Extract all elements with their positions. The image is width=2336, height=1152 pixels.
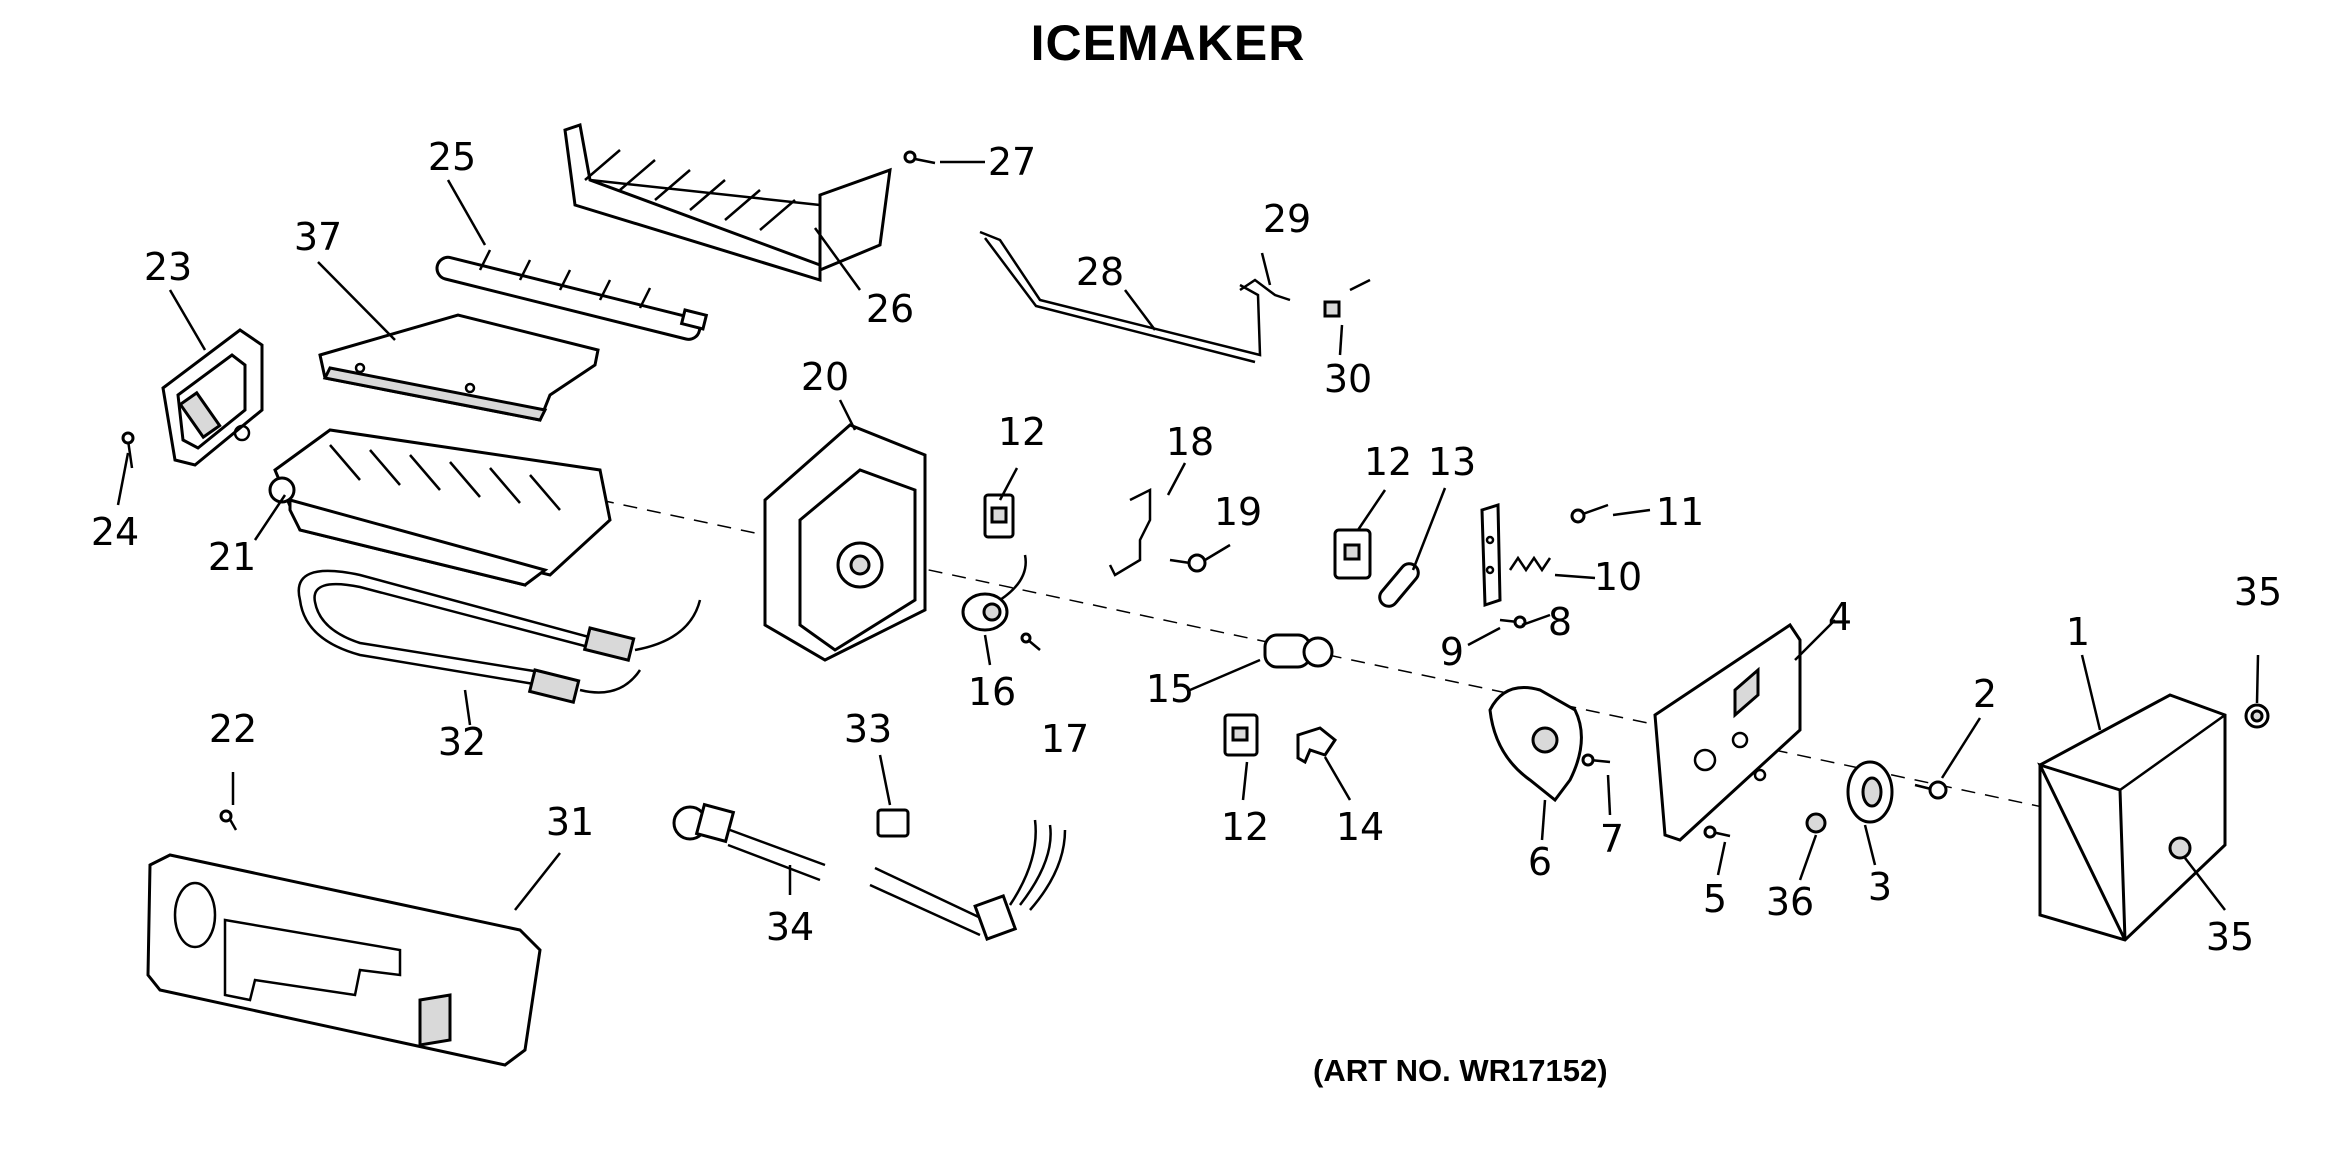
part-2-screw [1914, 780, 1948, 800]
callout-9: 9 [1440, 630, 1464, 674]
part-24-screw [121, 431, 135, 469]
part-12-switch-a [983, 493, 1015, 539]
callout-33: 33 [844, 707, 892, 751]
callout-22: 22 [209, 707, 257, 751]
part-25-ejector [435, 249, 709, 341]
part-36-nut [1805, 812, 1827, 834]
callout-32: 32 [438, 720, 486, 764]
part-34-harness [672, 802, 1067, 941]
part-28-arm [979, 230, 1262, 364]
part-30-spring [1323, 278, 1371, 318]
callout-15: 15 [1146, 667, 1194, 711]
part-31-panel [146, 853, 542, 1067]
part-20-housing [763, 423, 927, 662]
art-number: (ART NO. WR17152) [1313, 1053, 1608, 1088]
callout-23: 23 [144, 245, 192, 289]
part-16-thermostat [961, 554, 1027, 632]
part-37-cover [318, 313, 600, 422]
part-12-switch-b [1333, 528, 1372, 580]
callout-30: 30 [1324, 357, 1372, 401]
part-11-screw [1570, 503, 1609, 524]
callout-12-a: 12 [998, 410, 1046, 454]
callout-19: 19 [1214, 490, 1262, 534]
part-14-bracket [1296, 726, 1338, 765]
part-19-screw [1169, 553, 1207, 573]
part-17-screw [1020, 632, 1041, 651]
callout-7: 7 [1600, 817, 1624, 861]
part-21-mold [268, 428, 612, 587]
callout-31: 31 [546, 800, 594, 844]
callout-13: 13 [1428, 440, 1476, 484]
part-18-lever [1108, 487, 1152, 577]
part-10-spring [1508, 555, 1552, 573]
callout-34: 34 [766, 905, 814, 949]
part-6-motor [1488, 686, 1583, 803]
part-33-clip [876, 808, 910, 838]
callout-5: 5 [1703, 877, 1727, 921]
part-27-screw [903, 150, 936, 165]
callout-29: 29 [1263, 197, 1311, 241]
callout-21: 21 [208, 535, 256, 579]
leader-lines [116, 160, 2260, 911]
callout-11: 11 [1656, 490, 1704, 534]
part-35-knob [2244, 703, 2270, 729]
part-29-clip [1239, 278, 1291, 302]
callout-37: 37 [294, 215, 342, 259]
diagram-title: ICEMAKER [1030, 15, 1306, 71]
part-32-heater [297, 569, 702, 705]
part-15-cap [1263, 633, 1334, 669]
callout-25: 25 [428, 135, 476, 179]
part-26-stripper [563, 123, 892, 283]
part-8-bracket [1480, 502, 1502, 608]
callout-14: 14 [1336, 805, 1384, 849]
part-9-screw [1499, 615, 1527, 629]
callout-12-b: 12 [1364, 440, 1412, 484]
callout-35-b: 35 [2206, 915, 2254, 959]
part-3-gear [1846, 760, 1894, 824]
part-1-cover [2037, 693, 2227, 942]
callout-2: 2 [1973, 672, 1997, 716]
callout-labels: 1 2 3 4 5 6 7 8 9 10 11 12 12 12 13 14 1… [91, 135, 2282, 959]
part-4-plate [1653, 622, 1802, 842]
callout-4: 4 [1828, 595, 1852, 639]
callout-35-a: 35 [2234, 570, 2282, 614]
callout-27: 27 [988, 140, 1036, 184]
callout-16: 16 [968, 670, 1016, 714]
callout-20: 20 [801, 355, 849, 399]
callout-24: 24 [91, 510, 139, 554]
callout-3: 3 [1868, 865, 1892, 909]
callout-36: 36 [1766, 880, 1814, 924]
part-22-screw [219, 809, 238, 831]
part-5-screw [1703, 825, 1731, 839]
part-12-switch-c [1223, 713, 1259, 757]
part-7-screw [1581, 753, 1611, 767]
callout-10: 10 [1594, 555, 1642, 599]
part-23-bracket [161, 328, 264, 467]
callout-26: 26 [866, 287, 914, 331]
callout-12-c: 12 [1221, 805, 1269, 849]
callout-18: 18 [1166, 420, 1214, 464]
callout-8: 8 [1548, 600, 1572, 644]
callout-28: 28 [1076, 250, 1124, 294]
callout-17: 17 [1041, 717, 1089, 761]
callout-1: 1 [2066, 610, 2090, 654]
callout-6: 6 [1528, 840, 1552, 884]
